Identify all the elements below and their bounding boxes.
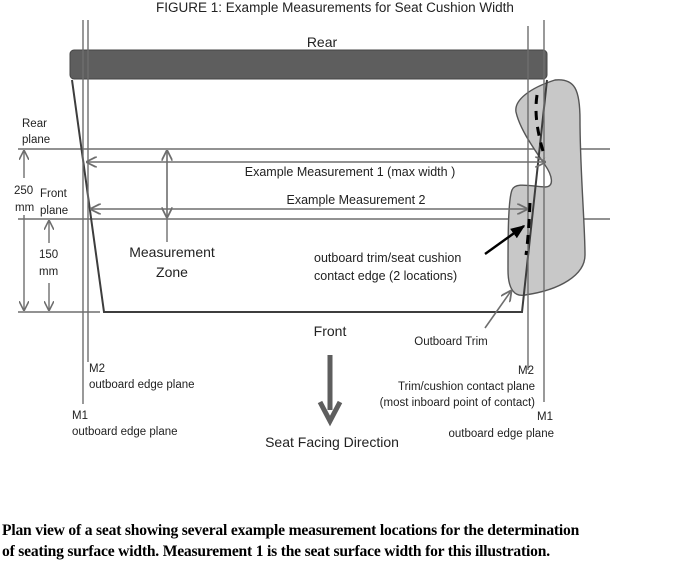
- figure-title: FIGURE 1: Example Measurements for Seat …: [156, 0, 514, 15]
- dim-150-label-1: 150: [39, 249, 58, 261]
- measurement-2-label: Example Measurement 2: [287, 193, 426, 207]
- dim-250-label-1: 250: [14, 185, 33, 197]
- left-m1-desc: outboard edge plane: [72, 426, 178, 438]
- left-m2-desc: outboard edge plane: [89, 379, 195, 391]
- rear-plane-label-2: plane: [22, 134, 50, 146]
- right-m2-id: M2: [518, 365, 534, 377]
- seat-facing-label: Seat Facing Direction: [265, 434, 399, 450]
- dim-250-label-2: mm: [15, 202, 34, 214]
- front-plane-label-2: plane: [40, 205, 68, 217]
- measurement-zone-label-1: Measurement: [129, 244, 215, 260]
- outboard-trim-upper: [507, 79, 586, 297]
- contact-edge-upper: [534, 94, 547, 159]
- outboard-trim-label: Outboard Trim: [414, 336, 488, 348]
- front-plane-label-1: Front: [40, 188, 68, 200]
- outboard-trim-pointer: [484, 291, 511, 329]
- front-label: Front: [314, 323, 347, 339]
- contact-edge-label-1: outboard trim/seat cushion: [314, 251, 461, 265]
- measurement-zone-label-2: Zone: [156, 264, 188, 280]
- right-m1-id: M1: [537, 411, 553, 423]
- left-m1-id: M1: [72, 410, 88, 422]
- contact-edge-lower: [524, 202, 532, 256]
- seat-facing-arrow-head: [317, 400, 343, 427]
- contact-edge-pointer: [484, 225, 526, 255]
- right-m2-desc-1: Trim/cushion contact plane: [398, 381, 535, 393]
- contact-edge-label-2: contact edge (2 locations): [314, 269, 457, 283]
- right-m1-desc: outboard edge plane: [448, 428, 554, 440]
- caption-line-1: Plan view of a seat showing several exam…: [2, 522, 580, 539]
- caption-line-2: of seating surface width. Measurement 1 …: [2, 543, 550, 560]
- dim-150-label-2: mm: [39, 266, 58, 278]
- figure-caption: Plan view of a seat showing several exam…: [2, 520, 685, 562]
- measurement-1-label: Example Measurement 1 (max width ): [245, 165, 456, 179]
- rear-label: Rear: [307, 34, 338, 50]
- rear-bar: [69, 49, 548, 80]
- right-m2-desc-2: (most inboard point of contact): [380, 397, 535, 409]
- seat-measurement-diagram: FIGURE 1: Example Measurements for Seat …: [14, 0, 610, 450]
- rear-plane-label-1: Rear: [22, 118, 47, 130]
- left-m2-id: M2: [89, 363, 105, 375]
